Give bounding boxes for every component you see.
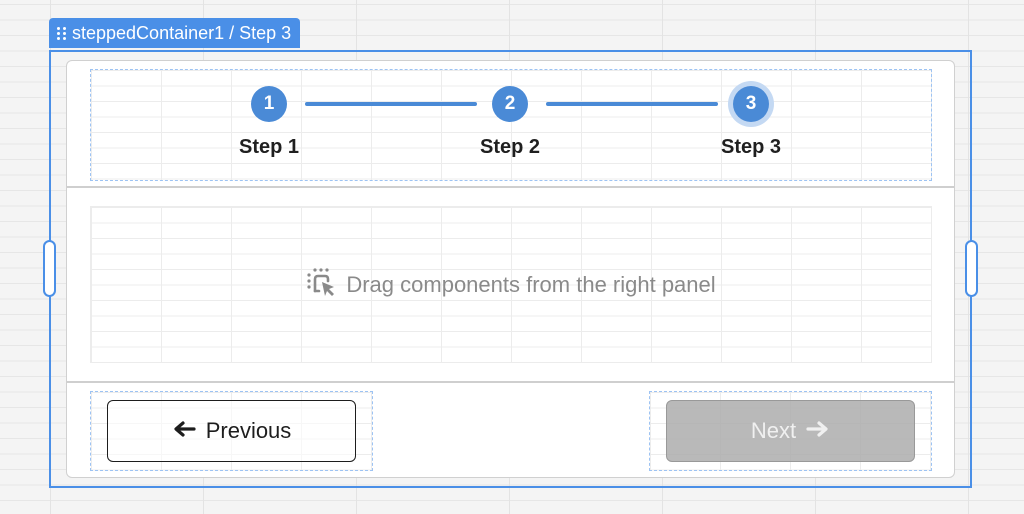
resize-handle-right[interactable] — [965, 240, 978, 297]
stepper-header: 1 Step 1 2 Step 2 3 Step 3 — [90, 69, 932, 181]
footer-divider — [67, 381, 954, 383]
step-2-indicator: 2 — [492, 86, 528, 122]
previous-button-slot: Previous — [90, 391, 373, 471]
next-button[interactable]: Next — [666, 400, 915, 462]
selection-frame — [43, 50, 978, 488]
dropzone-placeholder-text: Drag components from the right panel — [346, 271, 716, 297]
drag-drop-icon — [306, 267, 338, 303]
step-3-label: Step 3 — [720, 136, 782, 158]
component-path-label: steppedContainer1 / Step 3 — [72, 23, 292, 43]
stepped-container: 1 Step 1 2 Step 2 3 Step 3 Drag compone — [66, 60, 955, 478]
step-3-indicator: 3 — [733, 86, 769, 122]
step-1-label: Step 1 — [238, 136, 300, 158]
arrow-left-icon — [172, 418, 196, 444]
step-2-label: Step 2 — [479, 136, 541, 158]
step-connector-2-3 — [546, 102, 718, 106]
arrow-right-icon — [806, 418, 830, 444]
previous-button[interactable]: Previous — [107, 400, 356, 462]
component-selection-tag[interactable]: steppedContainer1 / Step 3 — [49, 18, 301, 48]
step-1[interactable]: 1 Step 1 — [209, 70, 329, 159]
step-3[interactable]: 3 Step 3 — [691, 70, 811, 159]
header-divider — [67, 186, 954, 188]
step-2[interactable]: 2 Step 2 — [450, 70, 570, 159]
step-1-indicator: 1 — [251, 86, 287, 122]
step-connector-1-2 — [305, 102, 477, 106]
drag-handle-icon[interactable] — [57, 26, 66, 40]
step-content-dropzone[interactable]: Drag components from the right panel — [90, 206, 932, 363]
resize-handle-left[interactable] — [43, 240, 56, 297]
next-button-slot: Next — [649, 391, 932, 471]
previous-button-label: Previous — [205, 418, 292, 443]
next-button-label: Next — [750, 418, 797, 443]
